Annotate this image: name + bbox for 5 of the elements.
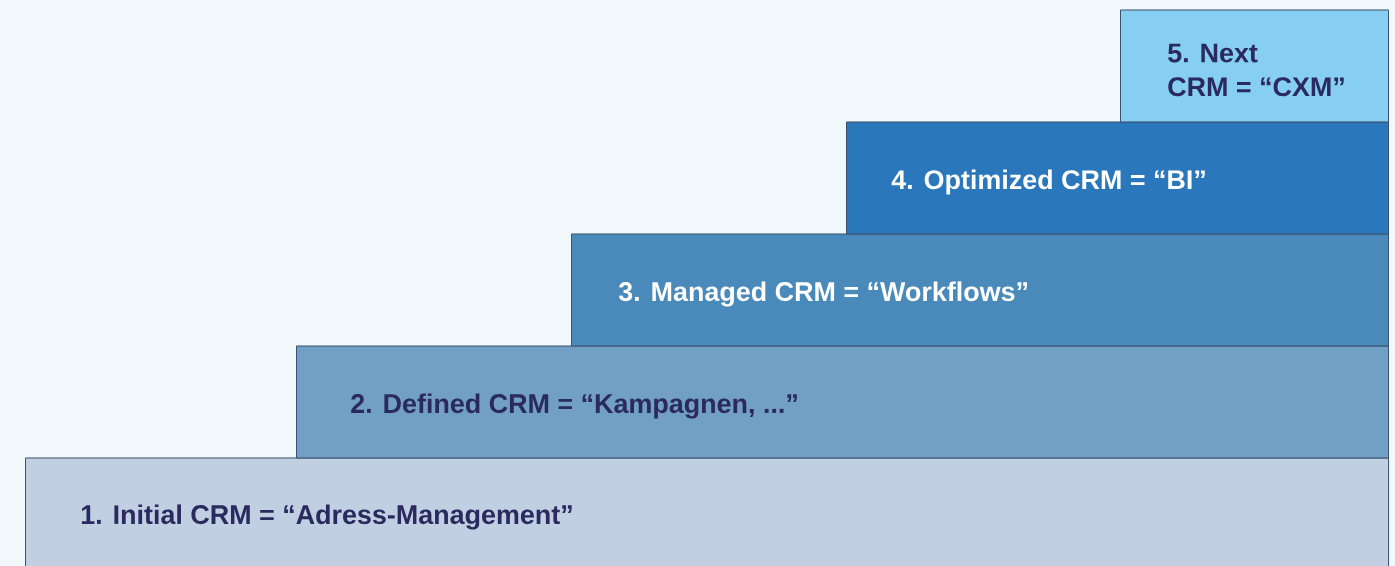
step-box: 3. Managed CRM = “Workflows” <box>571 233 1389 347</box>
step-box: 1. Initial CRM = “Adress-Management” <box>25 457 1389 566</box>
step-box: 2. Defined CRM = “Kampagnen, ...” <box>296 345 1389 459</box>
step-box: 5. Next CRM = “CXM” <box>1120 9 1389 123</box>
step-box: 4. Optimized CRM = “BI” <box>846 121 1389 235</box>
